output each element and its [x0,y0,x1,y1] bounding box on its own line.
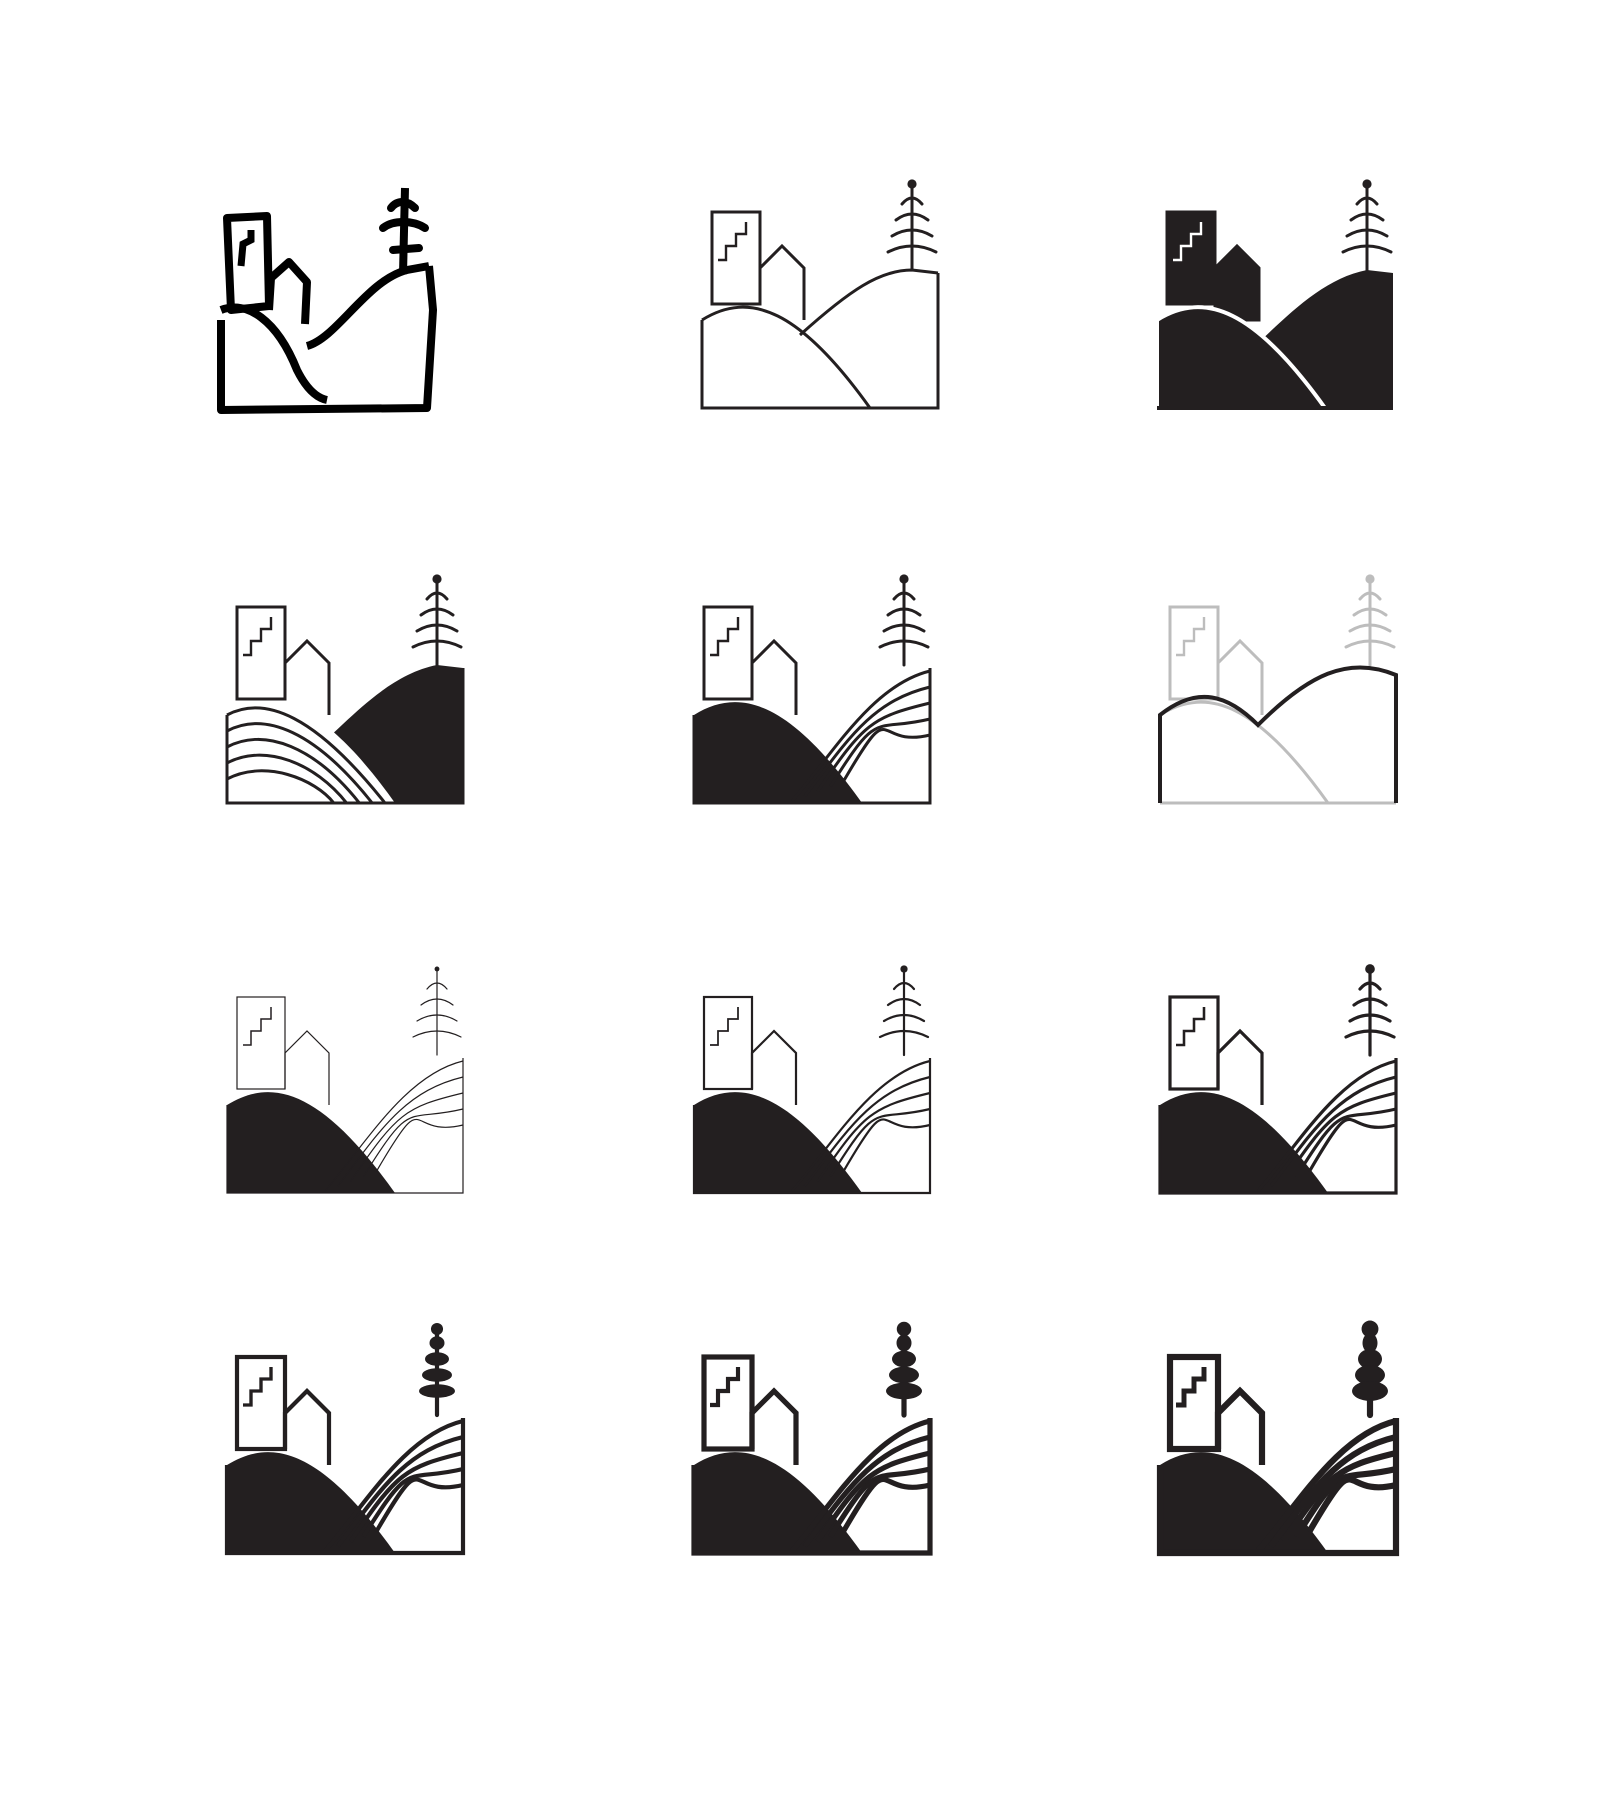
frame-outline [692,668,932,805]
tree-icon [1344,574,1396,667]
house-icon [749,1387,799,1465]
tree-icon [1352,1320,1388,1419]
tree-icon [419,1322,455,1418]
right-hill-lines [791,1059,931,1192]
house-icon [1216,1028,1264,1105]
building-icon [1165,210,1217,306]
house-icon [1216,638,1264,715]
house-icon [1213,243,1261,322]
left-hill-mask [227,702,395,803]
landscape-sketch-icon [205,170,465,440]
frame-outline [691,1418,933,1556]
building-icon [1166,1353,1222,1453]
building-icon [710,210,762,306]
right-hill [798,268,939,337]
building-icon [702,605,754,701]
left-hill-solid [694,1092,862,1193]
left-hill-solid [1155,305,1329,410]
building-icon [235,605,287,701]
right-hill-lines [790,669,931,802]
frame-outline [692,1058,932,1195]
frame-outline [224,1418,466,1556]
landscape-regular-stroke-icon [682,955,942,1225]
building-icon [701,1354,755,1452]
landscape-thin-stroke-icon [215,955,475,1225]
building-icon [234,1354,288,1452]
landscape-solid-icon [1145,170,1405,440]
left-hill [1159,700,1330,804]
house-icon [283,638,331,715]
horizon-line [1158,665,1398,803]
left-hill-solid [227,1092,395,1193]
landscape-outline-icon [690,170,950,440]
right-hill-lines [790,1418,931,1553]
frame-outline [1158,1058,1398,1195]
right-hill-lines [323,1418,464,1553]
landscape-left-lined-right-solid-icon [215,565,475,835]
building-icon [702,995,754,1091]
landscape-left-solid-right-lined-icon [682,565,942,835]
landscape-medium-stroke-icon [1148,955,1408,1225]
left-hill-lines [226,706,387,804]
frame-outline [1156,1418,1400,1557]
right-hill-lines [1255,1417,1397,1554]
right-hill-lines [324,1060,464,1192]
house-icon [1214,1386,1266,1465]
landscape-black-stroke-icon [1148,1315,1408,1585]
tree-icon [411,574,463,667]
landscape-gray-outline-icon [1148,565,1408,835]
building-icon [1168,605,1220,701]
frame-outline [700,273,940,410]
building-icon [236,996,286,1090]
sketch-group [217,187,437,414]
house-icon [758,243,806,320]
landscape-heavy-stroke-icon [682,1315,942,1585]
tree-icon [886,179,938,272]
frame-outline [226,1058,464,1194]
house-icon [282,1388,332,1465]
tree-icon [886,1321,922,1418]
right-hill-lines [1256,1059,1397,1193]
house-icon [284,1030,330,1105]
tree-icon [1341,179,1393,272]
base-bar [1157,406,1393,410]
tree-icon [412,966,462,1056]
tree-icon [878,965,930,1057]
house-icon [750,638,798,715]
tree-icon [1344,964,1396,1057]
tree-icon [878,574,930,667]
landscape-bold-stroke-icon [215,1315,475,1585]
building-icon [1168,995,1220,1091]
house-icon [750,1029,798,1105]
left-hill [701,305,872,409]
frame-outline [225,668,465,805]
